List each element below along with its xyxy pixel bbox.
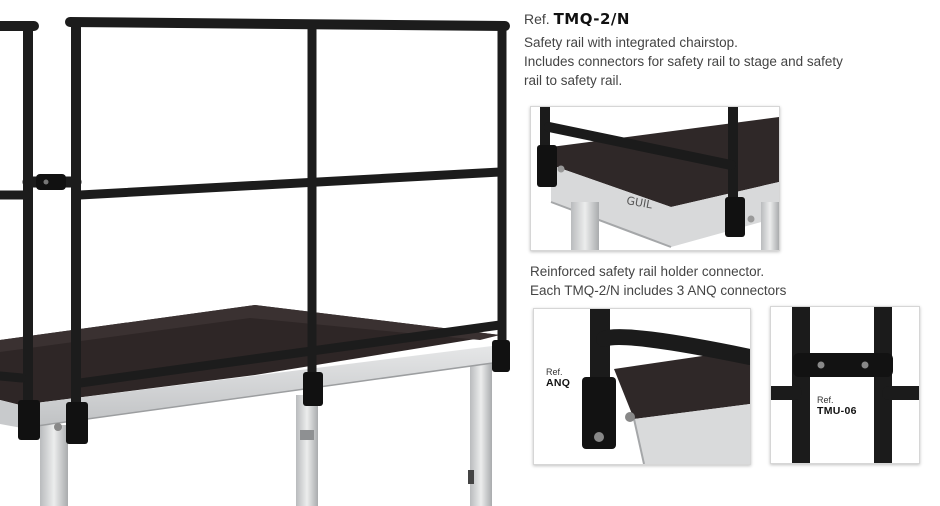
tmu-06-ref-code: TMU-06: [817, 405, 857, 417]
stage-legs: [40, 360, 492, 506]
ref-code: TMQ-2/N: [553, 10, 630, 28]
rail-to-stage-detail-image: GUIL: [531, 107, 779, 250]
anq-ref-label: Ref. ANQ: [546, 367, 570, 389]
tmu-06-ref-label: Ref. TMU-06: [817, 395, 857, 417]
tmu-06-connector-image: [771, 307, 919, 463]
anq-connector-image: [534, 309, 750, 464]
ref-prefix: Ref.: [524, 11, 550, 27]
product-reference: Ref. TMQ-2/N: [524, 10, 630, 28]
tmu-06-connector-photo: Ref. TMU-06: [770, 306, 920, 464]
main-product-illustration: [0, 17, 510, 506]
product-description: Safety rail with integrated chairstop. I…: [524, 33, 934, 90]
stage-brand-mark: GUIL: [625, 194, 654, 211]
anq-connector-photo: Ref. ANQ: [533, 308, 751, 465]
anq-ref-code: ANQ: [546, 377, 571, 389]
tmu-06-ref-prefix: Ref.: [817, 395, 834, 405]
description-line: Includes connectors for safety rail to s…: [524, 54, 843, 69]
description-line: rail to safety rail.: [524, 73, 623, 88]
anq-ref-prefix: Ref.: [546, 367, 563, 377]
safety-rail-frame: [0, 17, 510, 417]
connector-note-line: Each TMQ-2/N includes 3 ANQ connectors: [530, 283, 787, 298]
description-line: Safety rail with integrated chairstop.: [524, 35, 738, 50]
connector-note-line: Reinforced safety rail holder connector.: [530, 264, 765, 279]
rail-clamps: [18, 174, 510, 444]
connector-note: Reinforced safety rail holder connector.…: [530, 262, 930, 300]
rail-to-stage-detail-photo: GUIL: [530, 106, 780, 251]
